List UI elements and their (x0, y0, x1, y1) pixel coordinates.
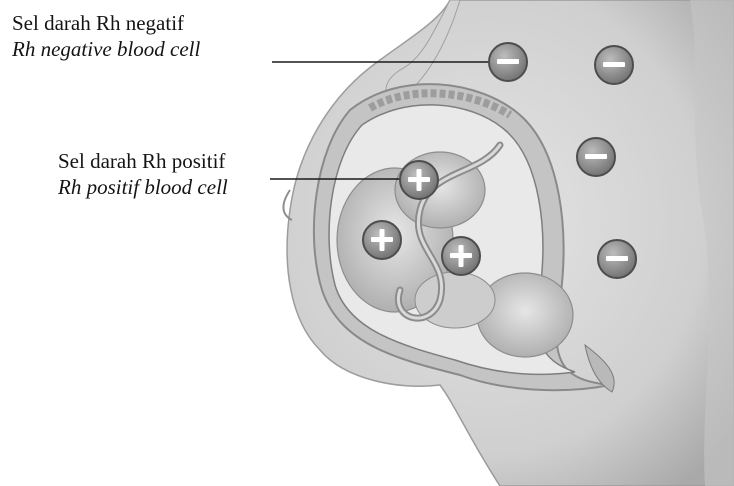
label-rh-positive-id: Sel darah Rh positif (58, 148, 228, 174)
rh-negative-cell (598, 240, 636, 278)
label-rh-positive-en: Rh positif blood cell (58, 174, 228, 200)
rh-positive-cell (400, 161, 438, 199)
rh-positive-cell (442, 237, 480, 275)
rh-positive-cell (363, 221, 401, 259)
label-rh-positive: Sel darah Rh positif Rh positif blood ce… (58, 148, 228, 200)
rh-negative-cell (577, 138, 615, 176)
fetus-head (477, 273, 573, 357)
label-rh-negative: Sel darah Rh negatif Rh negative blood c… (12, 10, 200, 62)
rh-negative-cell (489, 43, 527, 81)
rh-negative-cell (595, 46, 633, 84)
label-rh-negative-en: Rh negative blood cell (12, 36, 200, 62)
label-rh-negative-id: Sel darah Rh negatif (12, 10, 200, 36)
